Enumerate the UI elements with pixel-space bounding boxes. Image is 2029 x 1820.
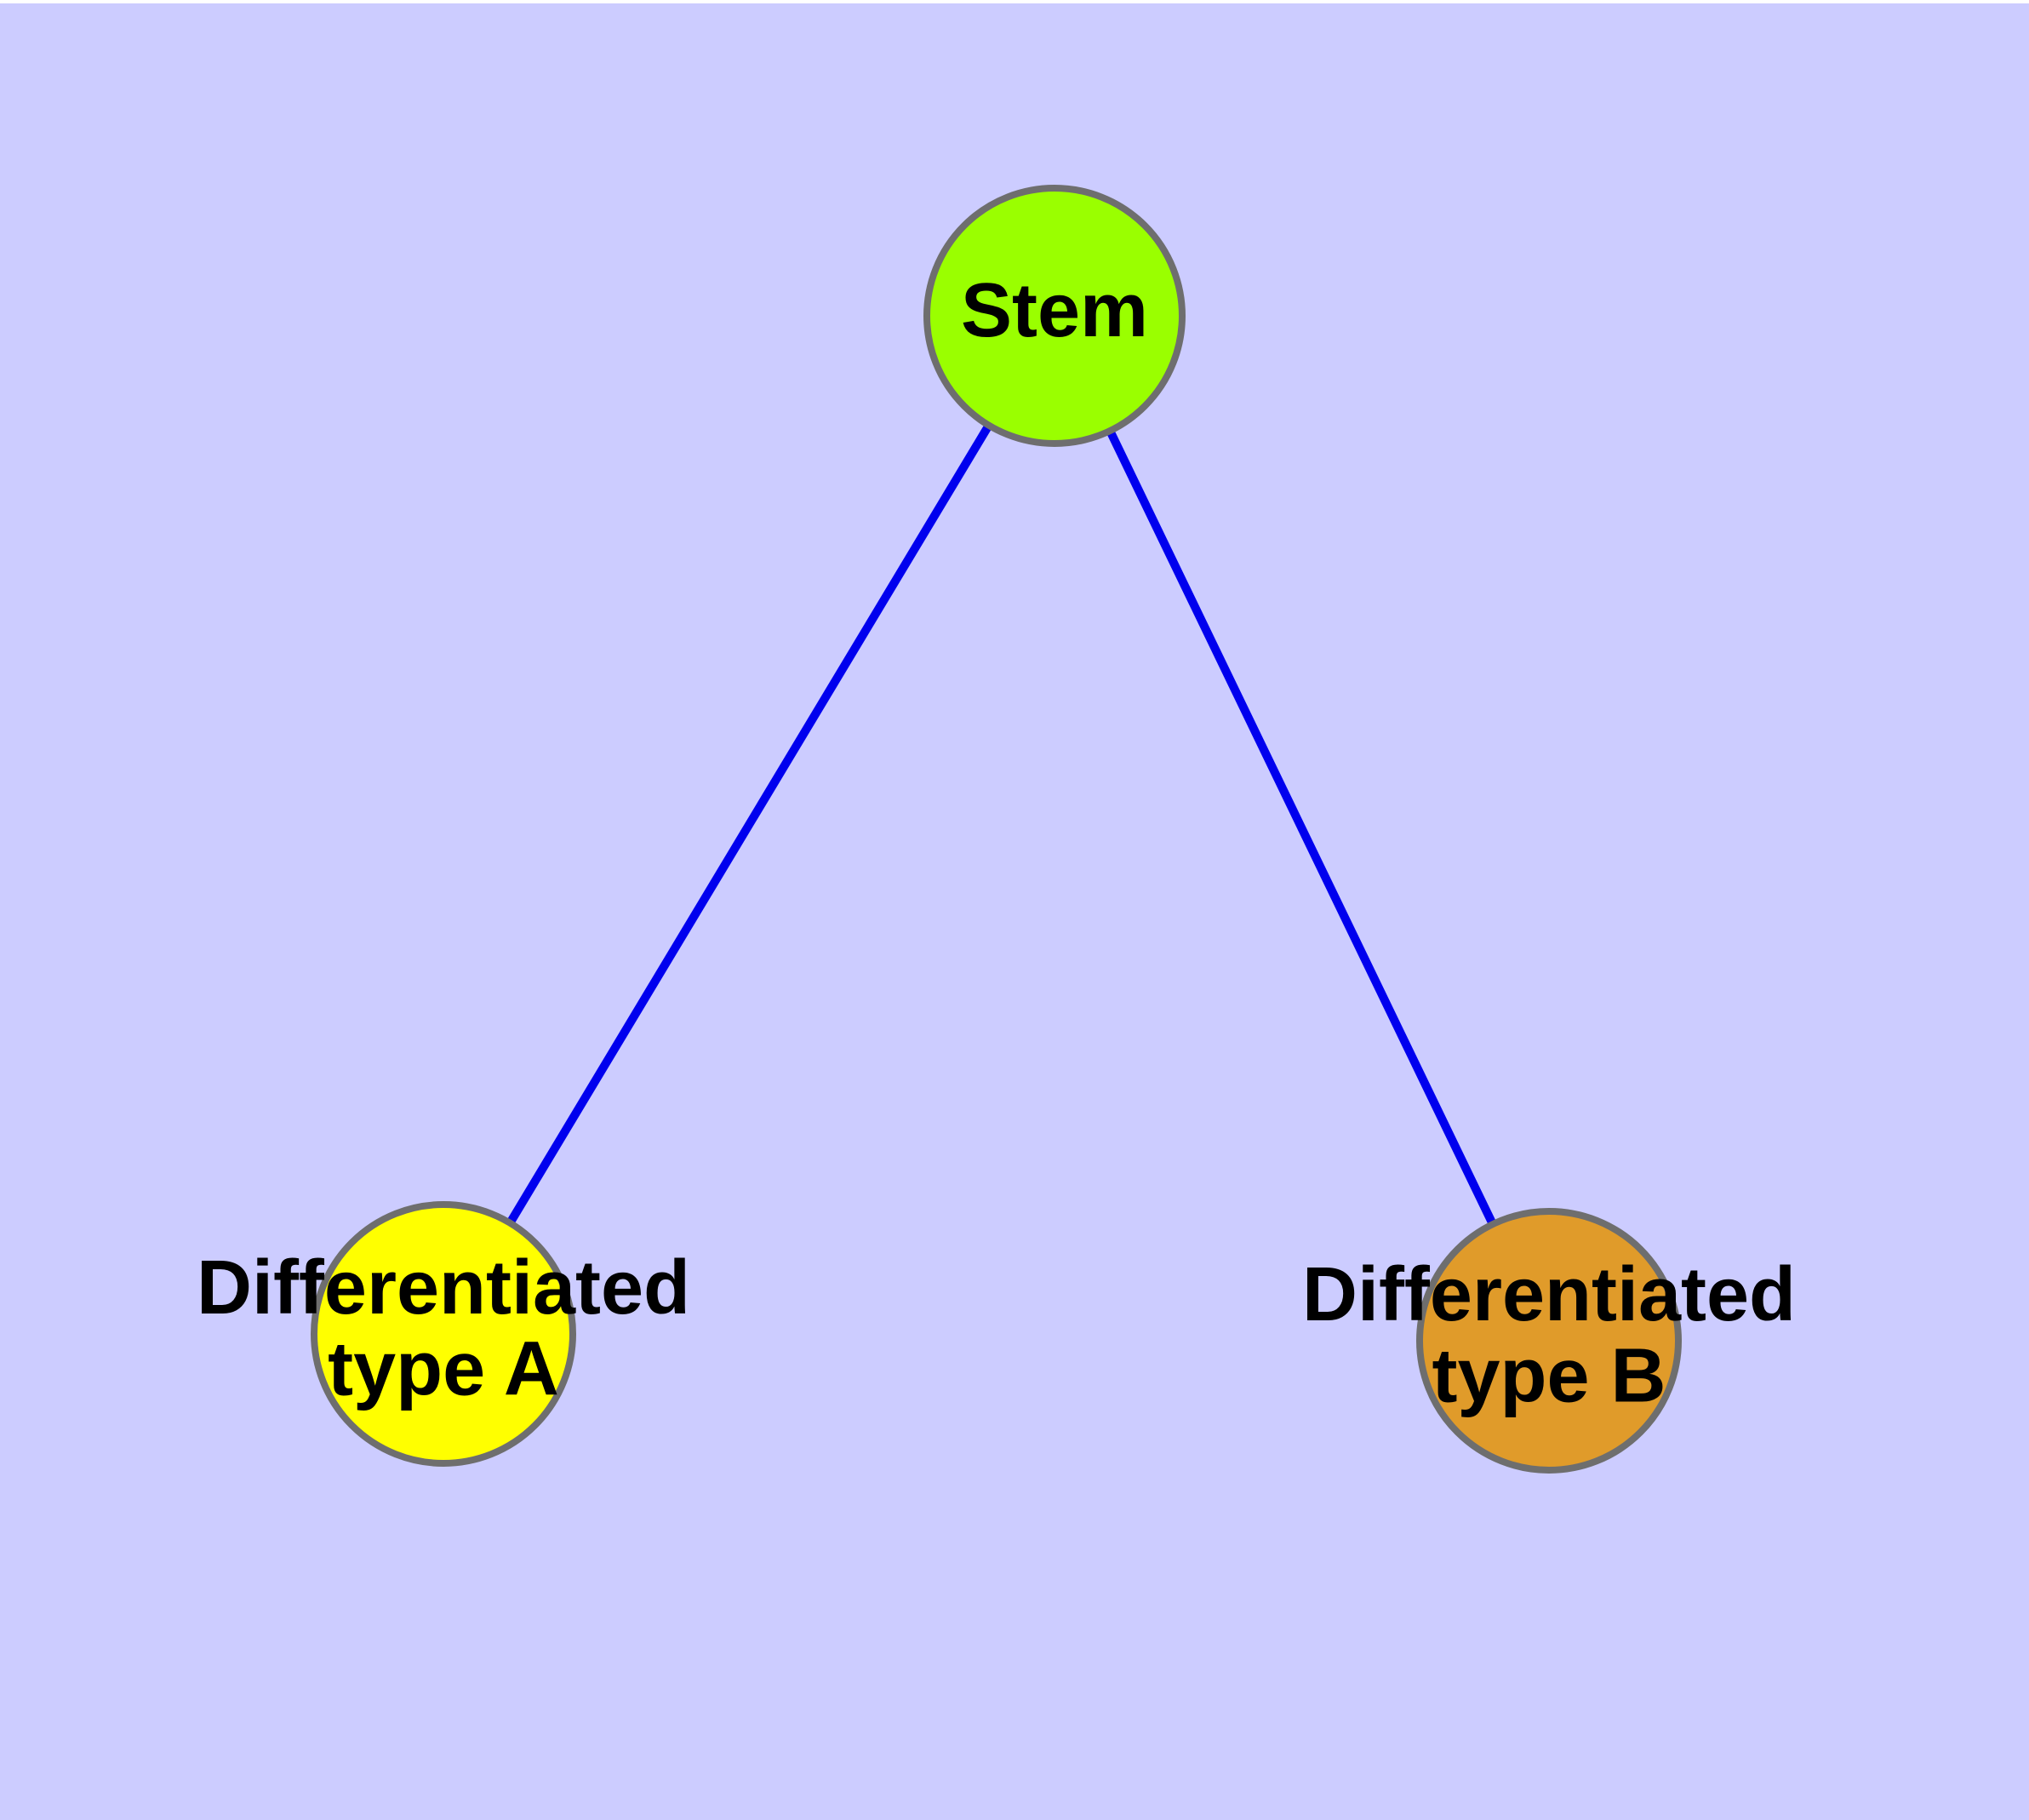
edges-layer <box>439 313 1553 1343</box>
graph-edge <box>1050 313 1553 1343</box>
node-label-stem-line1: Stem <box>961 268 1148 353</box>
node-label-diff_a-line2: type A <box>328 1326 559 1411</box>
node-circle-stem[interactable] <box>923 185 1186 447</box>
node-label-diff_a-line1: Differentiated <box>197 1245 690 1331</box>
node-label-diff_b-line2: type B <box>1432 1333 1666 1418</box>
top-white-strip <box>0 0 2029 3</box>
node-label-diff_b-line1: Differentiated <box>1302 1252 1796 1337</box>
node-circle-diff_b[interactable] <box>1416 1208 1682 1474</box>
graph-edge <box>439 313 1059 1336</box>
node-circle-diff_a[interactable] <box>311 1201 576 1467</box>
graph-node-stem[interactable]: Stem <box>923 185 1186 447</box>
